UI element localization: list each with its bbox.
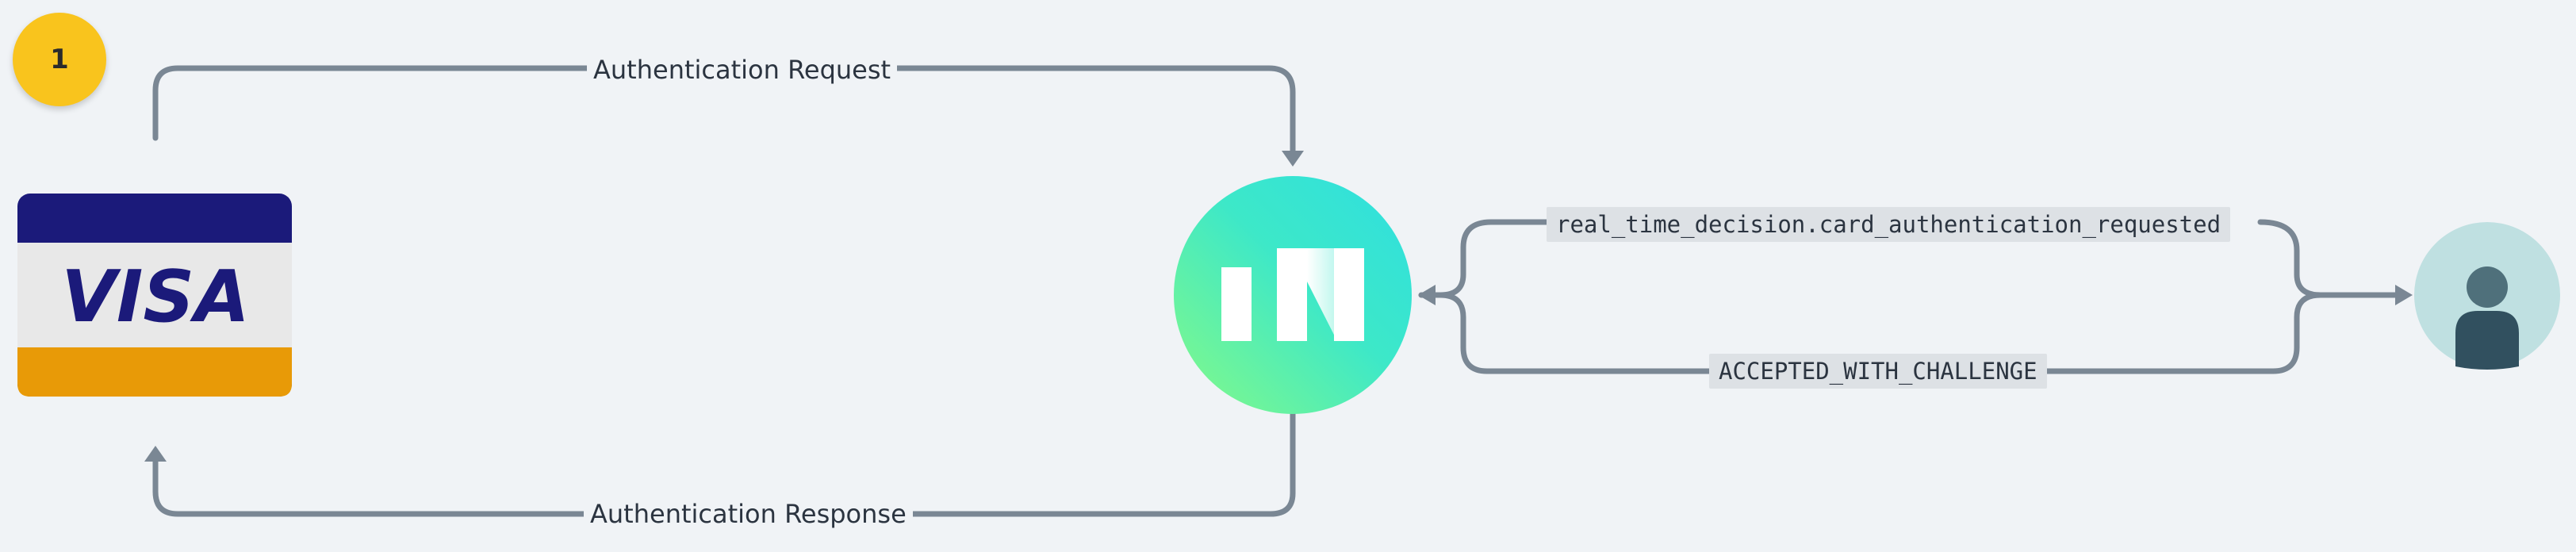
- step-badge: 1: [13, 13, 106, 106]
- event-name-label: real_time_decision.card_authentication_r…: [1547, 207, 2231, 242]
- auth-response-label: Authentication Response: [584, 498, 913, 530]
- auth-request-arrowhead: [1282, 151, 1304, 167]
- increase-logo-icon: [1174, 176, 1412, 414]
- decision-label: ACCEPTED_WITH_CHALLENGE: [1709, 354, 2047, 389]
- decision-arrowhead: [2395, 285, 2413, 305]
- visa-brand-text: VISA: [61, 255, 250, 339]
- event-arrowhead: [1418, 285, 1436, 305]
- auth-response-arrowhead: [144, 446, 167, 462]
- auth-request-label: Authentication Request: [587, 54, 898, 86]
- event-arrow: [1418, 219, 1554, 298]
- user-avatar-icon: [2414, 222, 2560, 370]
- event-from-user-line: [2257, 219, 2324, 298]
- visa-card-icon: VISA: [17, 194, 292, 397]
